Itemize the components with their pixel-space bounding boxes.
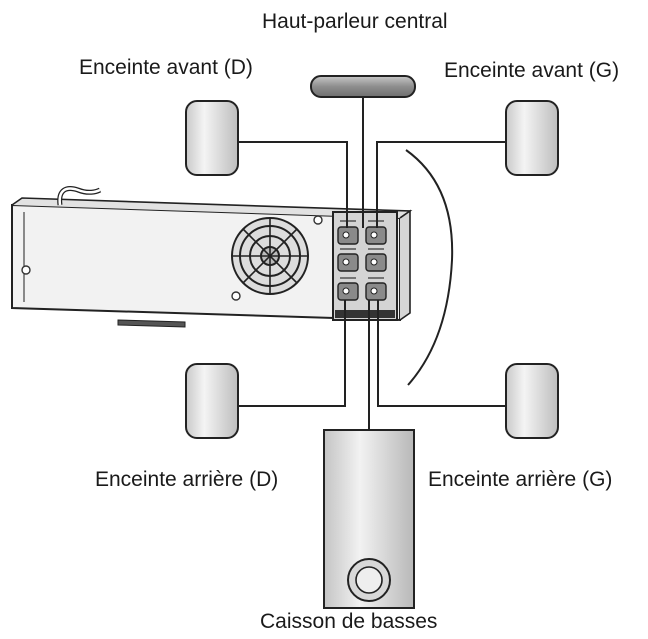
wire-rear-right <box>236 300 346 407</box>
label-rear-left: Enceinte arrière (G) <box>428 468 613 491</box>
center-speaker <box>310 75 416 98</box>
label-subwoofer: Caisson de basses <box>260 610 438 633</box>
speaker-wires <box>236 90 508 430</box>
speaker-rear-right <box>185 363 239 439</box>
label-center-speaker: Haut-parleur central <box>262 10 448 33</box>
label-front-right: Enceinte avant (D) <box>79 56 253 79</box>
label-rear-right: Enceinte arrière (D) <box>95 468 279 491</box>
panel-outline-arc <box>405 149 454 386</box>
label-front-left: Enceinte avant (G) <box>444 59 620 82</box>
cooling-fan-icon <box>231 217 309 295</box>
subwoofer <box>323 429 415 609</box>
wire-front-right <box>236 141 348 228</box>
wire-rear-left <box>377 300 508 407</box>
speaker-front-left <box>505 100 559 176</box>
receiver-rear-panel <box>11 186 413 328</box>
speaker-front-right <box>185 100 239 176</box>
wire-front-left <box>376 141 508 228</box>
speaker-terminal-panel <box>332 211 398 321</box>
speaker-rear-left <box>505 363 559 439</box>
